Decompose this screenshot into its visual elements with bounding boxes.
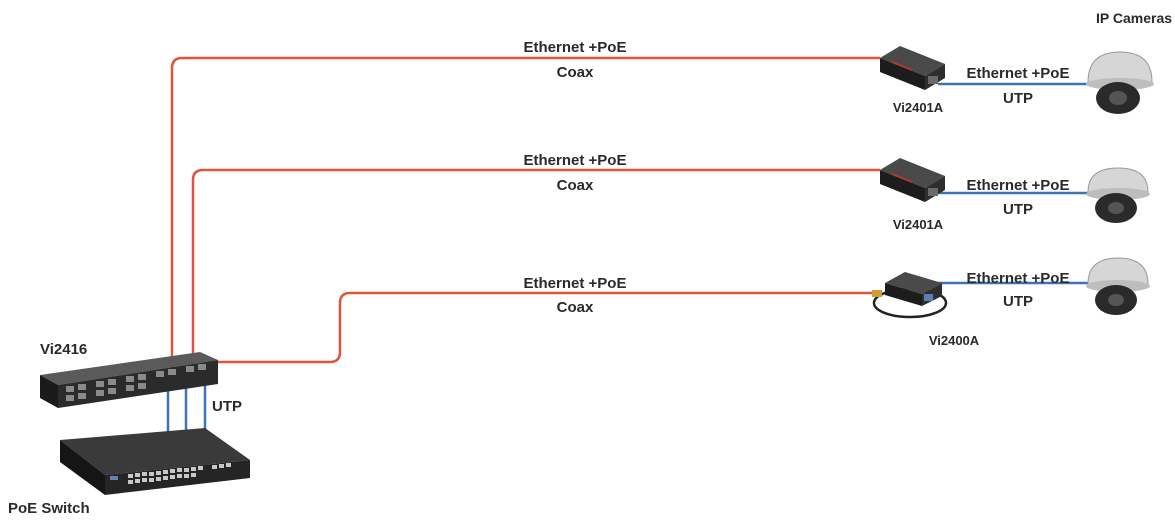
vi2401a-device-2 <box>880 158 945 202</box>
coax-cable-2 <box>191 168 880 372</box>
utp-uplink-label: UTP <box>212 398 242 415</box>
camera-link-2-line1: Ethernet +PoE <box>967 177 1070 194</box>
camera-link-3-line1: Ethernet +PoE <box>967 270 1070 287</box>
utp-cables <box>166 82 1092 478</box>
coax-link-3-line1: Ethernet +PoE <box>524 275 627 292</box>
switch-label: PoE Switch <box>8 500 90 517</box>
vi2400a-device <box>872 272 948 319</box>
camera-link-1-line2: UTP <box>1003 90 1033 107</box>
poe-switch-device <box>60 428 250 495</box>
ip-camera-2 <box>1086 167 1150 223</box>
receiver-2-label: Vi2401A <box>893 217 944 232</box>
coax-link-1-line1: Ethernet +PoE <box>524 39 627 56</box>
hub-label: Vi2416 <box>40 341 87 358</box>
ip-cameras-title: IP Cameras <box>1096 10 1172 26</box>
vi2401a-device-1 <box>880 46 945 90</box>
coax-link-1-line2: Coax <box>557 64 594 81</box>
coax-cables <box>170 56 880 372</box>
ip-camera-1 <box>1086 51 1154 114</box>
coax-link-2-line1: Ethernet +PoE <box>524 152 627 169</box>
coax-link-3-line2: Coax <box>557 299 594 316</box>
coax-link-2-line2: Coax <box>557 177 594 194</box>
ip-camera-3 <box>1086 257 1150 315</box>
vi2416-device <box>40 352 218 408</box>
camera-link-3-line2: UTP <box>1003 293 1033 310</box>
coax-cable-1 <box>170 56 880 372</box>
camera-link-2-line2: UTP <box>1003 201 1033 218</box>
receiver-3-label: Vi2400A <box>929 333 980 348</box>
camera-link-1-line1: Ethernet +PoE <box>967 65 1070 82</box>
receiver-1-label: Vi2401A <box>893 100 944 115</box>
coax-cable-3 <box>210 291 878 364</box>
